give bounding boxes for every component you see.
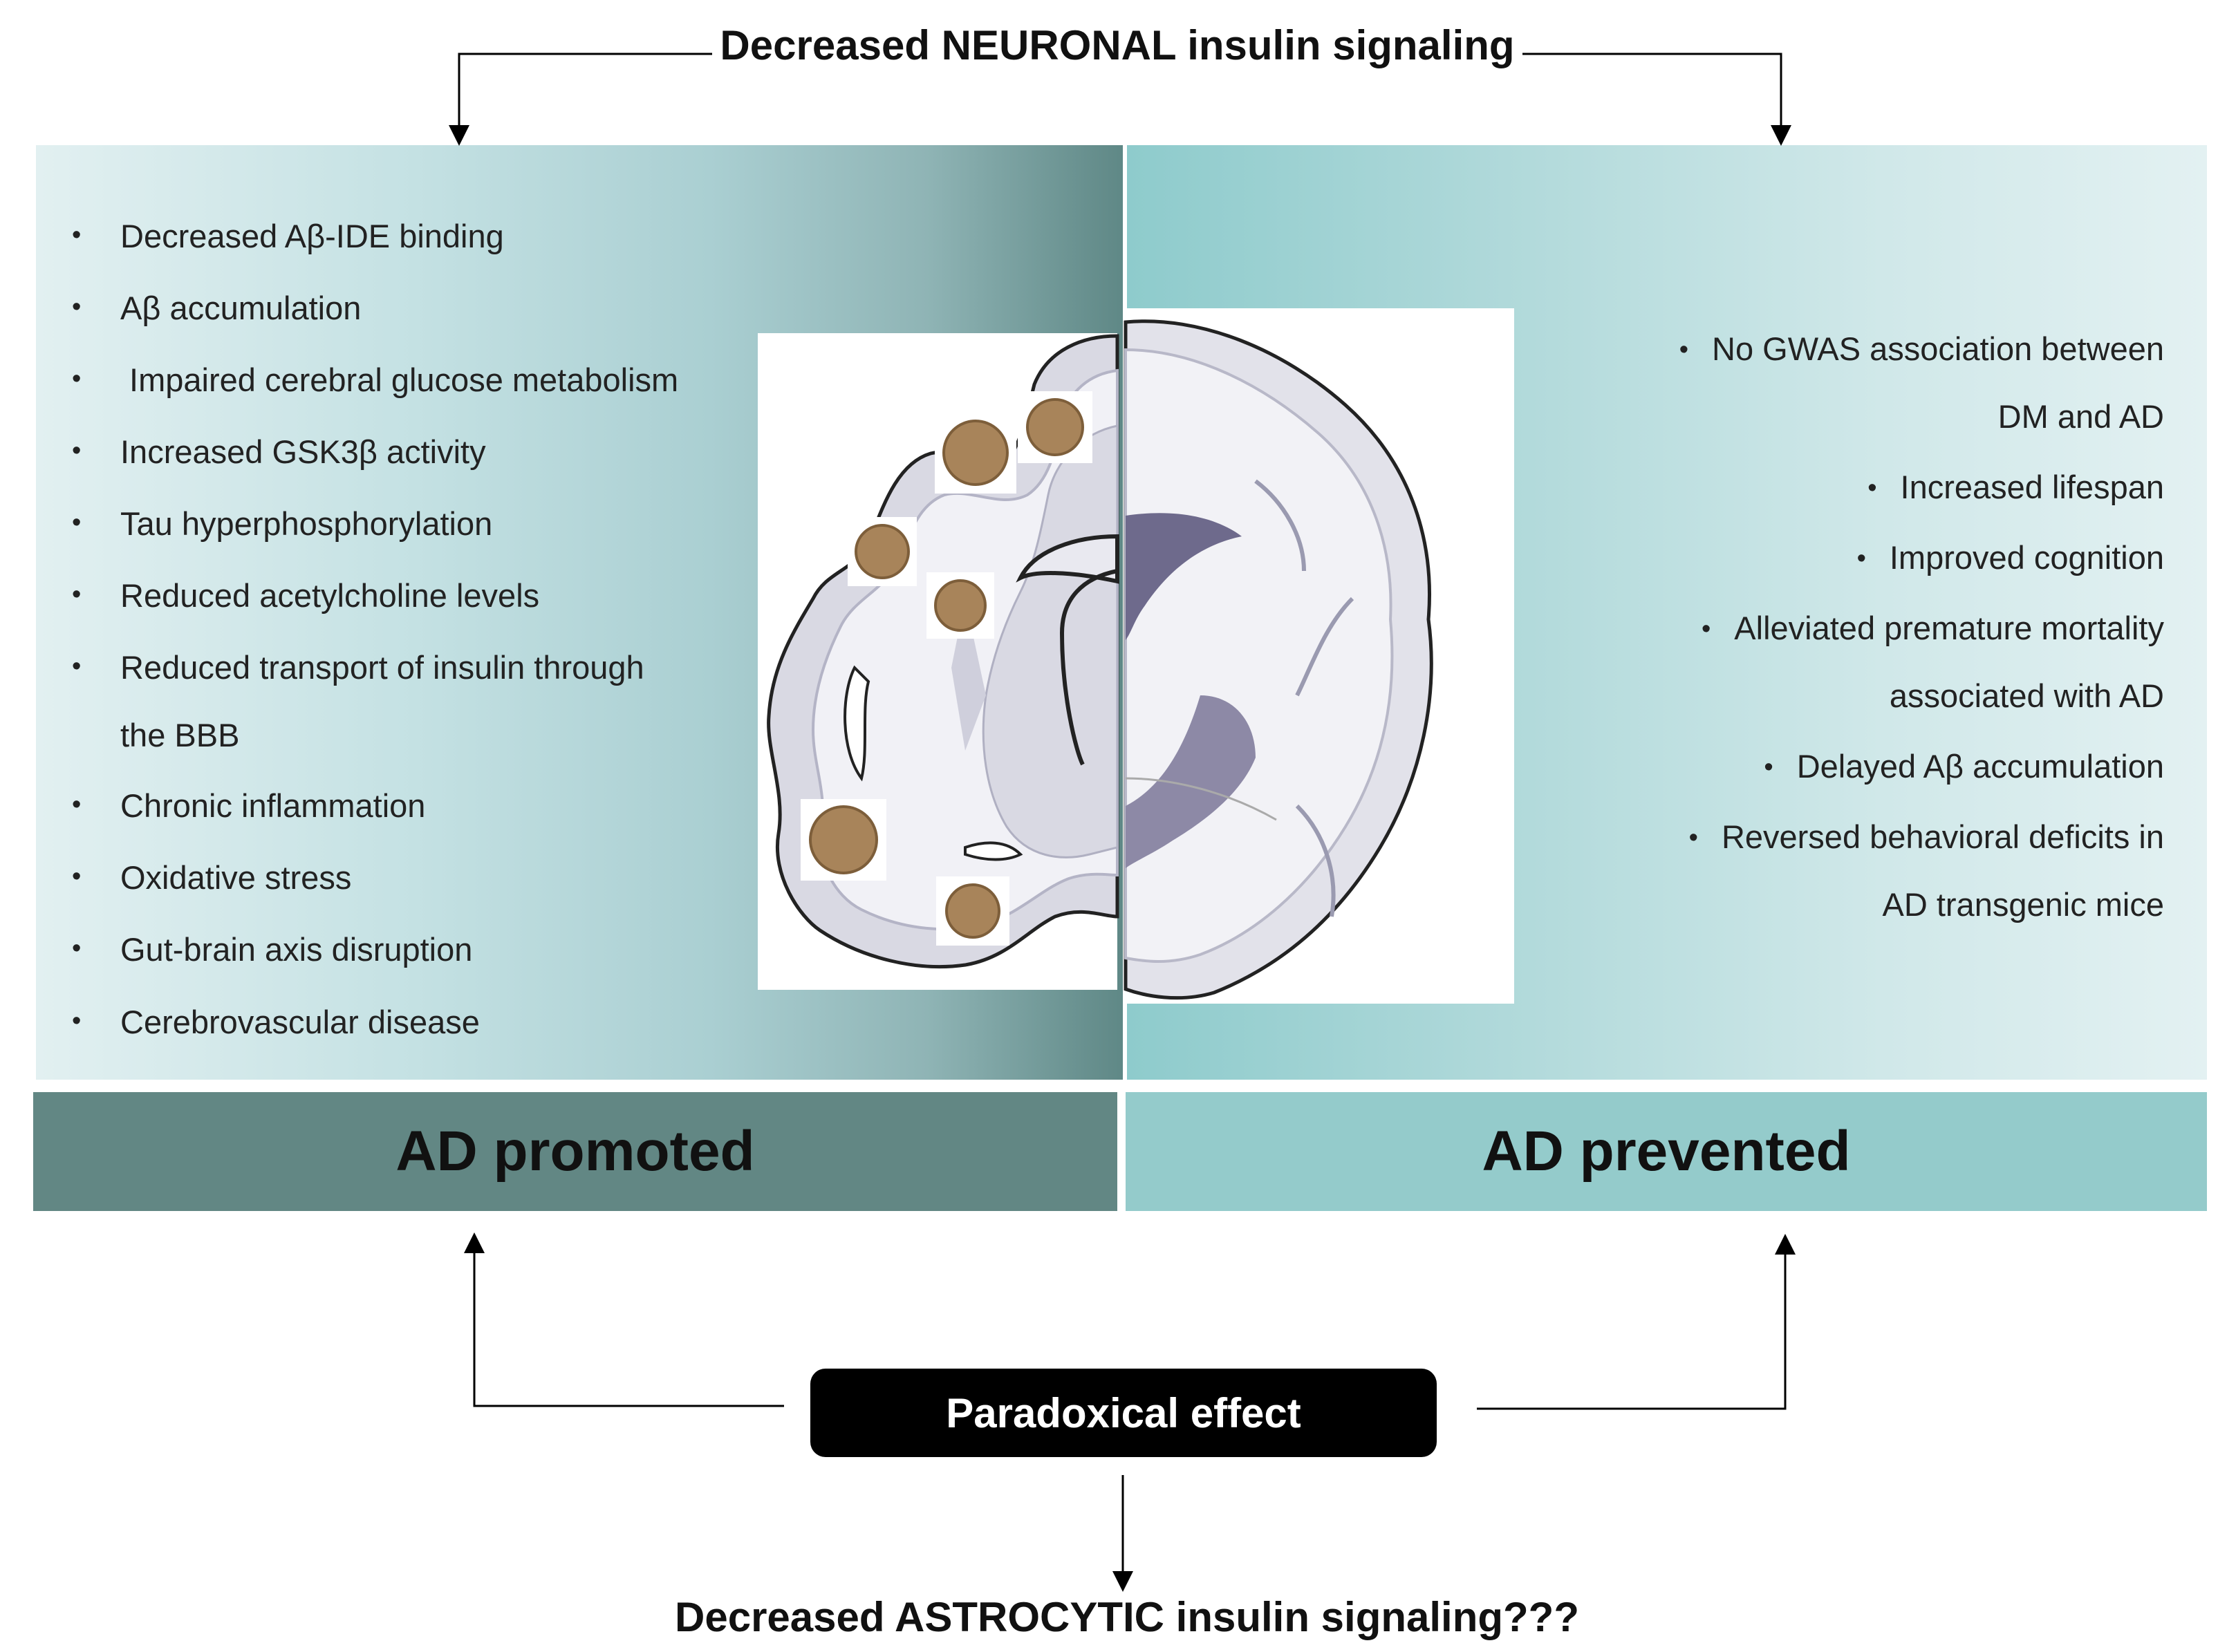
- ad-prevented-label: AD prevented: [1126, 1092, 2207, 1211]
- ad-promoted-list: Decreased Aβ-IDE binding Aβ accumulation…: [69, 218, 761, 1076]
- top-right-arrow: [1514, 53, 1791, 146]
- list-item: Reduced transport of insulin throughthe …: [69, 649, 761, 754]
- list-item: Decreased Aβ-IDE binding: [69, 218, 761, 255]
- amyloid-plaque: [855, 524, 910, 579]
- list-item: Gut-brain axis disruption: [69, 931, 761, 968]
- top-left-arrow: [449, 53, 712, 146]
- amyloid-plaque: [1026, 398, 1084, 456]
- list-item: Chronic inflammation: [69, 787, 761, 825]
- healthy-brain-half: [1124, 319, 1433, 1000]
- list-item: •Improved cognition: [1856, 539, 2164, 576]
- amyloid-plaque: [934, 579, 987, 632]
- list-item: Aβ accumulation: [69, 290, 761, 327]
- paradox-right-arrow: [1477, 1234, 1796, 1410]
- brain-illustration: [758, 308, 1514, 1004]
- list-item: Tau hyperphosphorylation: [69, 505, 761, 543]
- amyloid-plaque: [945, 883, 1000, 939]
- amyloid-plaques: [801, 391, 1092, 946]
- amyloid-plaque: [942, 420, 1009, 486]
- paradoxical-effect-box: Paradoxical effect: [810, 1369, 1437, 1457]
- list-item: Oxidative stress: [69, 859, 761, 897]
- top-label: Decreased NEURONAL insulin signaling: [712, 25, 1522, 66]
- list-item: •Increased lifespan: [1867, 469, 2164, 506]
- list-item: Reduced acetylcholine levels: [69, 577, 761, 614]
- bottom-label: Decreased ASTROCYTIC insulin signaling??…: [675, 1594, 1579, 1640]
- list-item: Increased GSK3β activity: [69, 433, 761, 471]
- list-item: Cerebrovascular disease: [69, 1004, 761, 1041]
- paradox-left-arrow: [464, 1232, 784, 1407]
- list-item: •Delayed Aβ accumulation: [1764, 748, 2164, 785]
- list-item: Impaired cerebral glucose metabolism: [69, 362, 761, 399]
- ad-promoted-label: AD promoted: [33, 1092, 1117, 1211]
- amyloid-plaque: [809, 805, 878, 874]
